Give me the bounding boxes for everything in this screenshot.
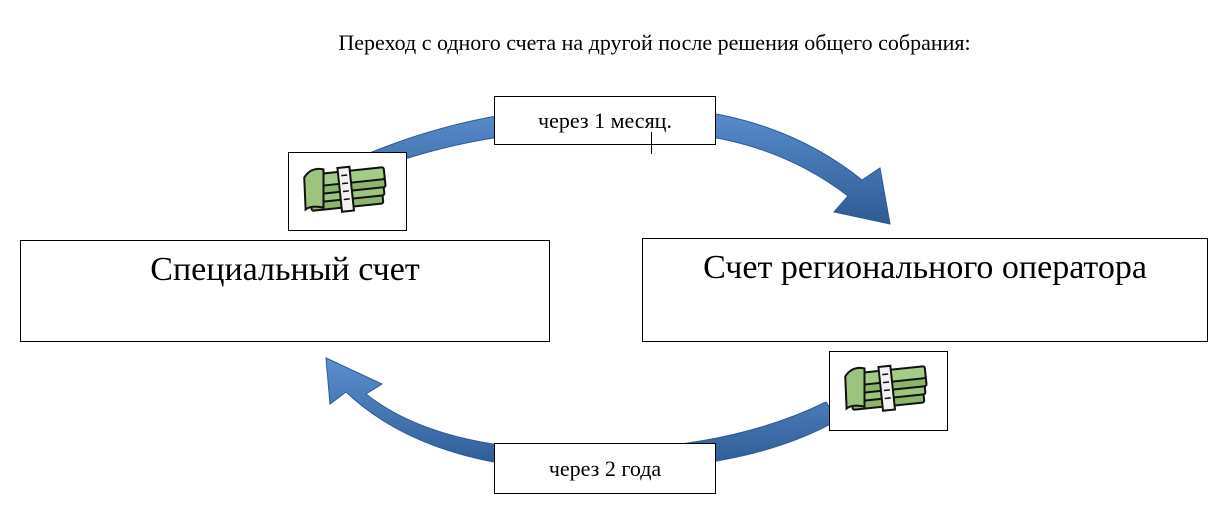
diagram-title: Переход с одного счета на другой после р… [338, 30, 971, 55]
money-icon-box-top [288, 152, 407, 231]
top-transition-label: через 1 месяц. [494, 96, 716, 145]
money-icon-box-bottom [829, 351, 948, 431]
bottom-transition-text: через 2 года [548, 455, 662, 481]
money-stack-icon [843, 364, 927, 412]
bottom-transition-label: через 2 года [494, 443, 716, 494]
special-account-label: Специальный счет [150, 251, 420, 288]
regional-operator-account-box: Счет регионального оператора [642, 238, 1208, 342]
special-account-box: Специальный счет [20, 240, 550, 342]
text-cursor [651, 132, 652, 154]
regional-operator-account-label: Счет регионального оператора [703, 249, 1147, 286]
money-stack-icon [302, 165, 386, 213]
top-transition-text: через 1 месяц. [538, 107, 672, 133]
